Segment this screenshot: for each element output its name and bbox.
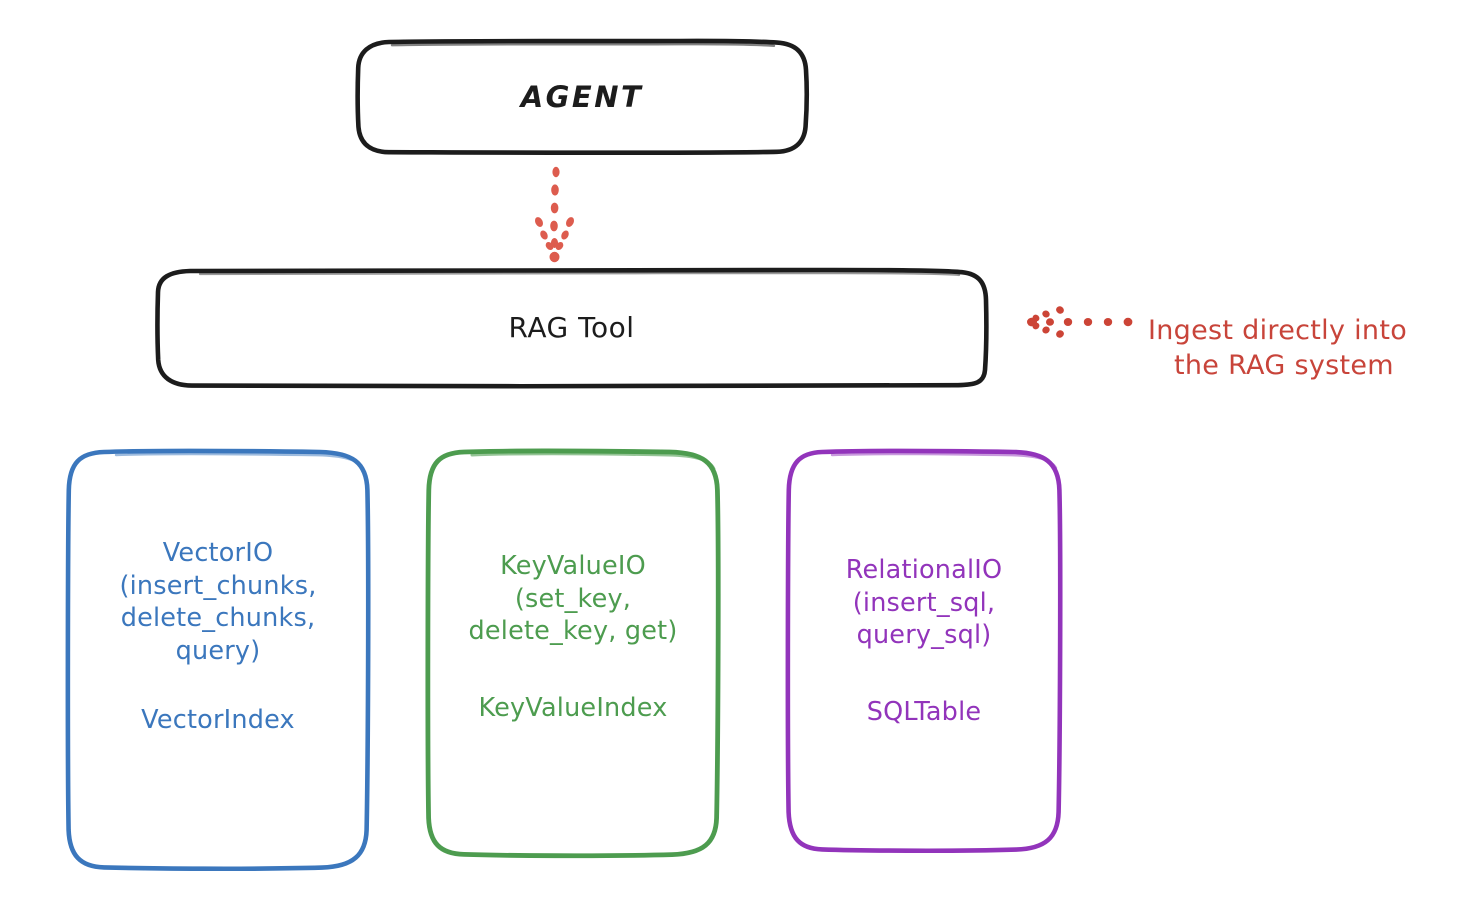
rag-tool-box[interactable] bbox=[155, 267, 989, 389]
ingest-annotation-line-2: the RAG system bbox=[1174, 350, 1394, 382]
rag-tool-label: RAG Tool bbox=[508, 311, 635, 344]
connector-agent-to-rag-tool bbox=[534, 166, 575, 263]
agent-node[interactable]: AGENT bbox=[357, 41, 807, 153]
sql-table-label: SQLTable bbox=[866, 696, 982, 727]
ingest-annotation-line-1: Ingest directly into bbox=[1148, 315, 1408, 347]
key-value-io-node[interactable]: KeyValueIO (set_key, delete_key, get) Ke… bbox=[428, 450, 718, 855]
key-value-index-label: KeyValueIndex bbox=[478, 692, 668, 723]
key-value-io-api-label: KeyValueIO (set_key, delete_key, get) bbox=[468, 551, 678, 647]
ingest-annotation: Ingest directly into the RAG system bbox=[1148, 278, 1468, 418]
key-value-io-box[interactable] bbox=[425, 448, 721, 859]
vector-index-label: VectorIndex bbox=[141, 704, 295, 735]
rag-tool-node[interactable]: RAG Tool bbox=[157, 270, 986, 385]
vector-io-api-label: VectorIO (insert_chunks, delete_chunks, … bbox=[119, 538, 317, 666]
connector-ingest-to-rag-tool bbox=[1027, 306, 1133, 338]
vector-io-node[interactable]: VectorIO (insert_chunks, delete_chunks, … bbox=[68, 450, 368, 868]
vector-io-box[interactable] bbox=[65, 448, 371, 872]
agent-label: AGENT bbox=[520, 80, 644, 114]
relational-io-api-label: RelationalIO (insert_sql, query_sql) bbox=[845, 555, 1003, 651]
relational-io-box[interactable] bbox=[785, 448, 1063, 854]
agent-box[interactable] bbox=[355, 38, 810, 156]
relational-io-node[interactable]: RelationalIO (insert_sql, query_sql) SQL… bbox=[788, 450, 1060, 850]
